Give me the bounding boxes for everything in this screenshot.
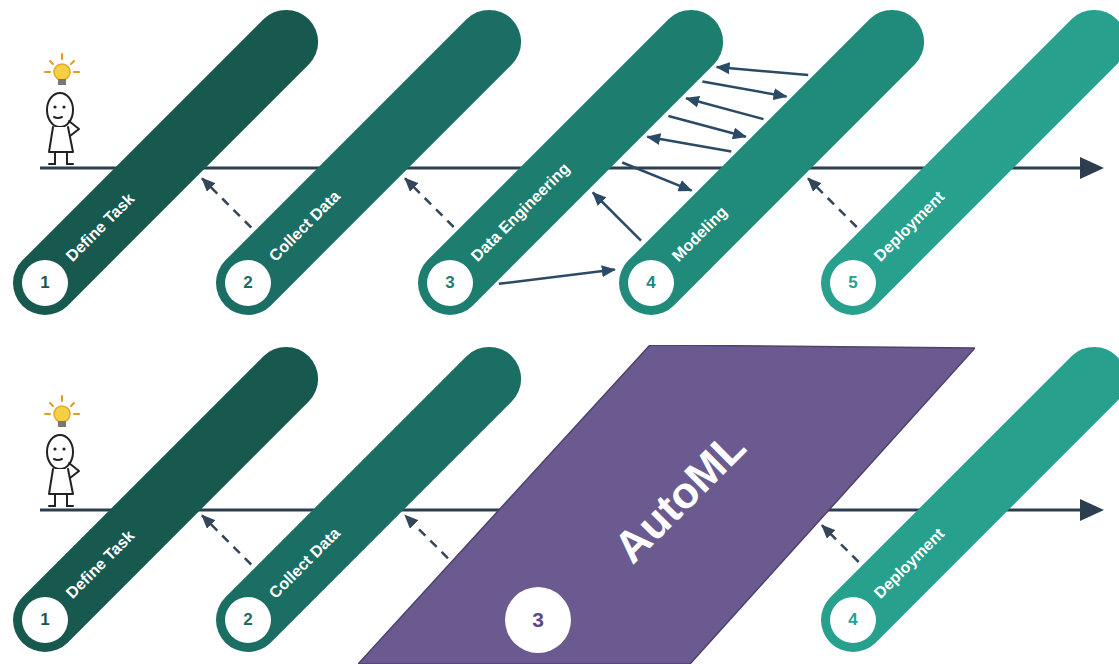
iteration-arrow [593, 193, 641, 241]
number-circle: 1 [12, 587, 77, 652]
iteration-arrow [499, 270, 615, 284]
timeline-arrowhead [1080, 499, 1104, 521]
iteration-arrow [702, 82, 786, 97]
stage-label: Define Task [46, 511, 154, 619]
feedback-arrow [405, 515, 448, 558]
feedback-arrow [202, 178, 251, 227]
timeline-arrowhead [1080, 157, 1104, 179]
feedback-arrow [405, 178, 454, 227]
thinking-person [45, 396, 79, 506]
stage-label: Collect Data [249, 171, 360, 282]
stage-label: Deployment [854, 509, 964, 619]
number-circle: 4 [618, 250, 683, 315]
step-number: 2 [225, 597, 271, 643]
step-number: 3 [505, 587, 571, 653]
number-circle: 2 [215, 250, 280, 315]
thinking-person [45, 54, 79, 164]
stage-label: Collect Data [249, 508, 360, 619]
number-circle: 2 [215, 587, 280, 652]
number-circle: 3 [417, 250, 482, 315]
stage-label: Data Engineering [451, 143, 589, 281]
step-number: 3 [427, 260, 473, 306]
iteration-arrow [717, 67, 809, 75]
step-number: 1 [22, 260, 68, 306]
step-number: 4 [830, 597, 876, 643]
number-circle: 1 [12, 250, 77, 315]
step-number: 2 [225, 260, 271, 306]
number-circle: 5 [820, 250, 885, 315]
step-number: 4 [628, 260, 674, 306]
number-circle: 4 [820, 587, 885, 652]
iteration-arrow [622, 163, 691, 191]
stage-label: Define Task [46, 174, 154, 282]
feedback-arrow [202, 515, 251, 564]
number-circle: 3 [505, 587, 571, 653]
feedback-arrow [822, 525, 859, 562]
step-number: 5 [830, 260, 876, 306]
iteration-arrow [668, 116, 746, 137]
feedback-arrow [808, 178, 857, 227]
iteration-arrow [686, 98, 763, 119]
stage-label: Deployment [854, 172, 964, 282]
iteration-arrow [647, 137, 731, 152]
step-number: 1 [22, 597, 68, 643]
